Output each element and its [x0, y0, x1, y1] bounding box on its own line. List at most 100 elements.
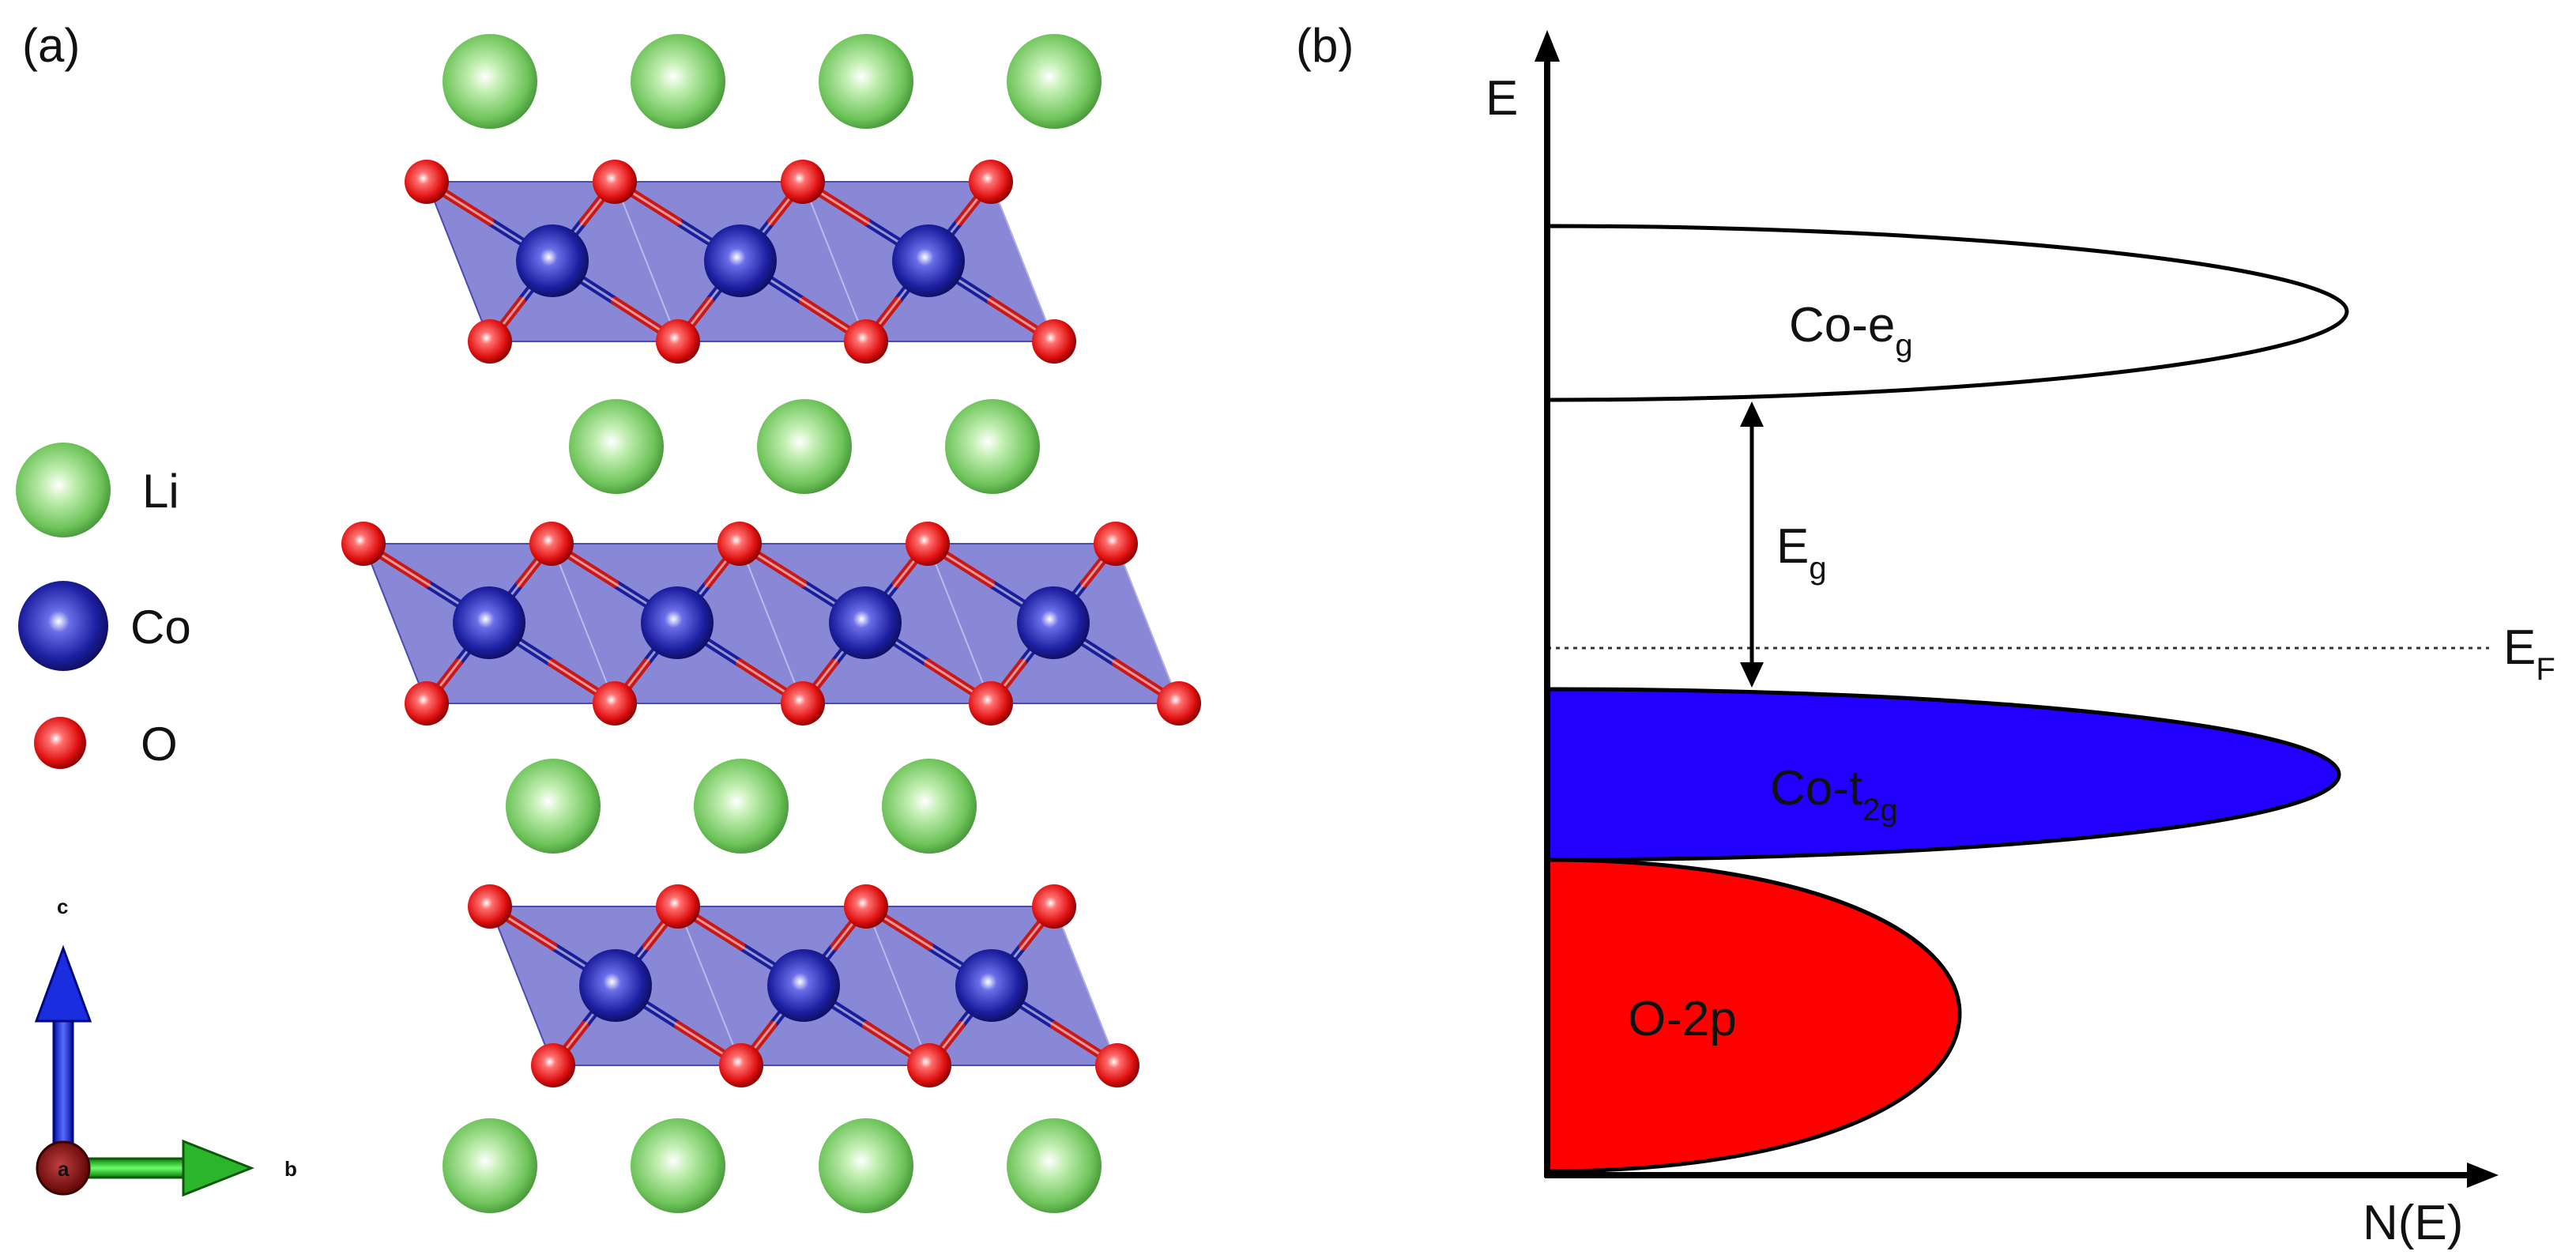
atom-legend: Li Co O: [16, 443, 191, 771]
li-atom-3-2: [694, 759, 789, 854]
legend-li-sphere: [16, 443, 111, 537]
o-atom-3-bottom-3: [907, 1043, 951, 1087]
o-atom-2-bottom-2: [593, 681, 637, 725]
o-atom-1-top-2: [593, 160, 637, 204]
energy-axis-arrowhead: [1535, 30, 1560, 62]
dos-diagram: E N(E) Co-eg Co-t2g O-2p Eg EF: [1486, 30, 2555, 1250]
o-atom-2-top-5: [1094, 522, 1138, 566]
o-atom-3-bottom-2: [719, 1043, 763, 1087]
axis-b-shaft: [73, 1157, 195, 1179]
legend-co-label: Co: [130, 601, 191, 654]
li-atom-4-3: [819, 1118, 913, 1213]
fermi-label-main: E: [2503, 620, 2536, 675]
o-atom-3-top-1: [468, 884, 512, 929]
o-atom-1-top-4: [969, 160, 1013, 204]
band-o2p: [1545, 857, 1962, 1174]
band-co-t2g-sub: 2g: [1862, 793, 1898, 827]
o-atom-2-bottom-1: [405, 681, 449, 725]
gap-label-sub: g: [1809, 551, 1826, 586]
o-atom-3-bottom-4: [1095, 1043, 1139, 1087]
octahedron-edge-1-2: [802, 181, 867, 342]
energy-axis-label: E: [1486, 71, 1518, 126]
li-atom-2-3: [945, 399, 1040, 494]
fermi-label-sub: F: [2536, 652, 2555, 687]
fermi-label: EF: [2503, 620, 2555, 687]
co-atom-2-3: [829, 586, 902, 659]
octahedron-edge-3-3: [1053, 906, 1118, 1066]
gap-label-main: E: [1776, 519, 1809, 574]
gap-label: Eg: [1776, 519, 1827, 586]
li-atom-1-1: [443, 34, 537, 129]
octahedron-edge-2-4: [1115, 543, 1180, 704]
co-atom-1-3: [892, 224, 965, 297]
o-atom-2-top-4: [906, 522, 950, 566]
li-atom-4-2: [631, 1118, 725, 1213]
dos-axis-arrowhead: [2467, 1163, 2499, 1188]
li-atom-2-1: [569, 399, 664, 494]
octahedron-edge-1-3: [990, 181, 1055, 342]
axis-a-sphere: [36, 1140, 91, 1196]
li-atom-4-1: [443, 1118, 537, 1213]
o-atom-1-bottom-1: [468, 319, 512, 364]
co-atom-2-2: [641, 586, 714, 659]
co-atom-3-2: [767, 949, 840, 1022]
panel-label-b: (b): [1296, 19, 1354, 72]
gap-arrow-head-down: [1740, 662, 1764, 688]
band-co-eg: [1545, 224, 2349, 402]
octahedron-edge-2-3: [927, 543, 992, 704]
axis-c-label: c: [57, 895, 68, 918]
legend-item-co: Co: [18, 581, 191, 671]
o-atom-2-bottom-4: [969, 681, 1013, 725]
gap-arrow-head-up: [1740, 401, 1764, 427]
o-atom-3-top-3: [844, 884, 888, 929]
legend-li-label: Li: [142, 465, 179, 518]
o-atom-2-bottom-5: [1157, 681, 1201, 725]
panel-label-a: (a): [22, 19, 80, 72]
dos-axis-label: N(E): [2363, 1196, 2463, 1250]
li-atom-3-3: [882, 759, 977, 854]
o-atom-3-top-2: [656, 884, 700, 929]
co-atom-3-1: [579, 949, 652, 1022]
octahedron-edge-2-1: [551, 543, 616, 704]
axis-a-label: a: [58, 1157, 70, 1181]
o-atom-2-top-1: [341, 522, 386, 566]
legend-item-li: Li: [16, 443, 179, 537]
o-atom-3-bottom-1: [531, 1043, 575, 1087]
co-atom-1-2: [704, 224, 777, 297]
co-atom-3-3: [955, 949, 1028, 1022]
co-atom-2-1: [453, 586, 525, 659]
o-atom-1-top-3: [781, 160, 825, 204]
band-co-eg-label: Co-eg: [1789, 298, 1913, 363]
octahedron-edge-3-2: [865, 906, 930, 1066]
axis-b-arrowhead: [182, 1139, 255, 1197]
li-atom-2-2: [757, 399, 852, 494]
band-co-eg-main: Co-e: [1789, 298, 1895, 352]
legend-o-label: O: [141, 718, 178, 771]
o-atom-1-bottom-4: [1032, 319, 1076, 364]
octahedron-edge-1-1: [614, 181, 679, 342]
band-co-t2g: [1545, 687, 2341, 862]
legend-co-sphere: [18, 581, 108, 671]
octahedron-edge-2-2: [739, 543, 804, 704]
o-atom-2-top-2: [529, 522, 574, 566]
crystal-structure: [341, 34, 1201, 1213]
o-atom-2-top-3: [717, 522, 762, 566]
band-o2p-label: O-2p: [1628, 992, 1737, 1046]
legend-item-o: O: [34, 717, 178, 771]
axis-indicator: c b a: [34, 895, 297, 1197]
o-atom-1-top-1: [405, 160, 449, 204]
o-atom-3-top-4: [1032, 884, 1076, 929]
legend-o-sphere: [34, 717, 86, 769]
co-atom-1-1: [516, 224, 589, 297]
o-atom-1-bottom-3: [844, 319, 888, 364]
band-co-t2g-label: Co-t2g: [1770, 761, 1898, 827]
o-atom-1-bottom-2: [656, 319, 700, 364]
li-atom-4-4: [1007, 1118, 1102, 1213]
octahedron-edge-3-1: [677, 906, 742, 1066]
axis-c-arrowhead: [34, 944, 92, 1023]
o-atom-2-bottom-3: [781, 681, 825, 725]
band-co-t2g-main: Co-t: [1770, 761, 1862, 816]
co-atom-2-4: [1017, 586, 1090, 659]
li-atom-3-1: [506, 759, 601, 854]
